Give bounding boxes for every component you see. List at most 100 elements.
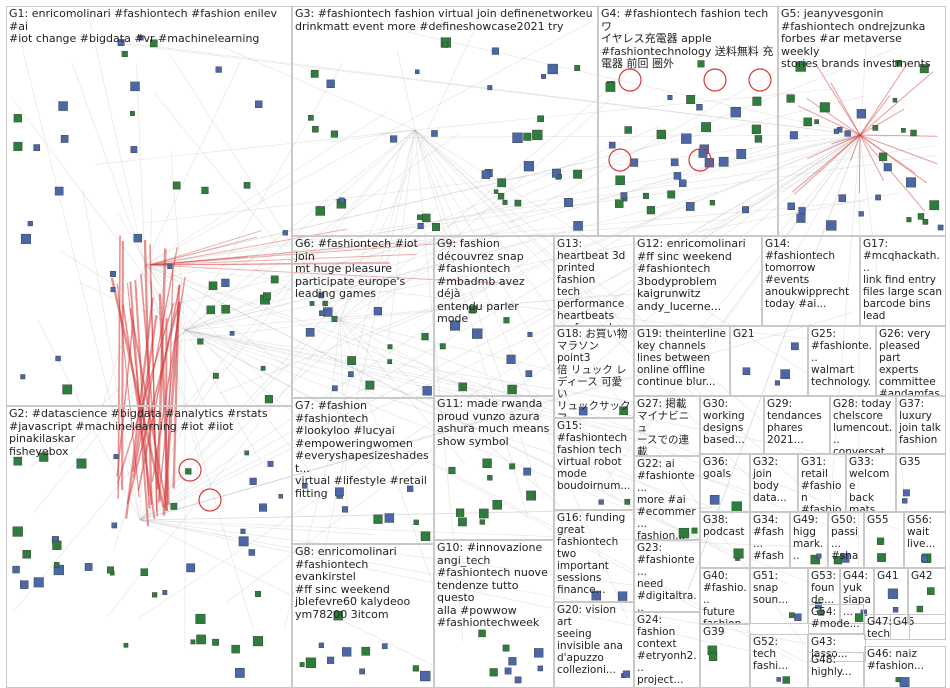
group-g37-box[interactable]: G37: luxury join talk fashion <box>896 396 946 454</box>
group-g2-box[interactable]: G2: #datascience #bigdata #analytics #rs… <box>6 406 292 688</box>
vertex-node[interactable] <box>327 656 335 664</box>
vertex-node[interactable] <box>417 223 424 230</box>
vertex-node[interactable] <box>754 135 763 143</box>
vertex-node[interactable] <box>794 613 802 621</box>
vertex-node[interactable] <box>552 168 561 178</box>
vertex-node[interactable] <box>278 494 283 499</box>
vertex-node[interactable] <box>574 65 581 71</box>
vertex-node[interactable] <box>167 263 173 270</box>
group-g42-box[interactable]: G42 <box>908 568 946 624</box>
vertex-node[interactable] <box>107 566 114 574</box>
vertex-node[interactable] <box>412 665 419 672</box>
vertex-node[interactable] <box>816 553 822 559</box>
group-g47-box[interactable]: G47: tech keen... <box>864 614 910 640</box>
vertex-node[interactable] <box>472 328 483 339</box>
vertex-node[interactable] <box>916 605 924 613</box>
vertex-node[interactable] <box>615 199 624 208</box>
vertex-node[interactable] <box>709 200 716 206</box>
vertex-node[interactable] <box>876 537 885 545</box>
group-g17-box[interactable]: G17: #mcqhackath... link find entry file… <box>860 236 946 326</box>
group-g40-box[interactable]: G40: #fashio... future fashion... <box>700 568 750 624</box>
vertex-node[interactable] <box>384 513 395 523</box>
vertex-node[interactable] <box>417 214 423 220</box>
vertex-node[interactable] <box>140 568 149 576</box>
vertex-node[interactable] <box>248 549 256 556</box>
group-g22-box[interactable]: G22: ai #fashionte... more #ai #ecommer.… <box>634 456 700 540</box>
vertex-node[interactable] <box>624 126 632 134</box>
vertex-node[interactable] <box>902 489 910 497</box>
vertex-node[interactable] <box>252 636 263 647</box>
vertex-node[interactable] <box>55 355 61 362</box>
vertex-node[interactable] <box>201 186 209 195</box>
vertex-node[interactable] <box>691 527 698 534</box>
group-g54-box[interactable]: G54: #mode... <box>808 604 864 634</box>
vertex-node[interactable] <box>12 526 23 537</box>
group-g34-box[interactable]: G34: #fash... #fash... #start... acce... <box>750 512 790 568</box>
vertex-node[interactable] <box>341 506 349 513</box>
vertex-node[interactable] <box>455 508 465 517</box>
vertex-node[interactable] <box>338 197 345 204</box>
group-g44-box[interactable]: G44: yuk siapa... <box>840 568 874 624</box>
vertex-node[interactable] <box>887 588 899 599</box>
vertex-node[interactable] <box>497 193 505 200</box>
vertex-node[interactable] <box>20 374 26 380</box>
vertex-node[interactable] <box>503 317 510 324</box>
vertex-node[interactable] <box>667 190 676 199</box>
group-g23-box[interactable]: G23: #fashionte... need #digitaltra... h… <box>634 540 700 612</box>
vertex-node[interactable] <box>523 467 532 476</box>
group-g50-box[interactable]: G50: passi... #sha... <box>828 512 864 568</box>
vertex-node[interactable] <box>478 629 486 638</box>
vertex-node[interactable] <box>117 39 125 47</box>
vertex-node[interactable] <box>523 161 534 172</box>
vertex-node[interactable] <box>121 50 128 58</box>
vertex-node[interactable] <box>895 60 902 67</box>
vertex-node[interactable] <box>113 454 119 460</box>
vertex-node[interactable] <box>13 456 23 466</box>
group-g24-box[interactable]: G24: fashion context #etryonh2... projec… <box>634 612 700 688</box>
vertex-node[interactable] <box>479 519 485 525</box>
group-g46-box[interactable]: G46: naiz #fashion... <box>864 646 946 688</box>
vertex-node[interactable] <box>895 677 901 683</box>
vertex-node[interactable] <box>815 602 822 609</box>
group-g52-box[interactable]: G52: tech fashi... <box>750 634 808 688</box>
vertex-node[interactable] <box>229 330 235 336</box>
group-g43-box[interactable]: G43: lasso... <box>808 634 866 662</box>
vertex-node[interactable] <box>547 63 558 75</box>
vertex-node[interactable] <box>318 292 325 299</box>
vertex-node[interactable] <box>573 169 583 179</box>
vertex-node[interactable] <box>697 60 705 68</box>
group-g51-box[interactable]: G51: snap soun... <box>750 568 808 624</box>
vertex-node[interactable] <box>919 64 929 74</box>
vertex-node[interactable] <box>22 550 31 559</box>
vertex-node[interactable] <box>906 177 917 188</box>
vertex-node[interactable] <box>620 192 628 200</box>
vertex-node[interactable] <box>591 590 602 601</box>
vertex-node[interactable] <box>492 500 502 510</box>
vertex-node[interactable] <box>803 117 812 127</box>
vertex-node[interactable] <box>413 519 419 525</box>
group-g4-box[interactable]: G4: #fashiontech fashion tech ワ イヤレス充電器 … <box>598 6 778 236</box>
vertex-node[interactable] <box>439 343 446 350</box>
vertex-node[interactable] <box>523 132 532 141</box>
vertex-node[interactable] <box>512 132 523 143</box>
vertex-node[interactable] <box>39 452 49 462</box>
vertex-node[interactable] <box>814 119 820 125</box>
vertex-node[interactable] <box>624 498 631 505</box>
vertex-node[interactable] <box>917 213 925 220</box>
vertex-node[interactable] <box>12 565 20 574</box>
vertex-node[interactable] <box>642 192 649 199</box>
vertex-node[interactable] <box>318 642 325 648</box>
vertex-node[interactable] <box>617 591 628 601</box>
vertex-node[interactable] <box>795 61 806 72</box>
vertex-node[interactable] <box>751 124 761 134</box>
group-g16-box[interactable]: G16: funding great fashiontech two impor… <box>554 510 634 602</box>
vertex-node[interactable] <box>305 657 317 668</box>
vertex-node[interactable] <box>608 141 616 149</box>
vertex-node[interactable] <box>537 665 544 672</box>
vertex-node[interactable] <box>319 310 325 317</box>
vertex-node[interactable] <box>33 577 44 588</box>
vertex-node[interactable] <box>875 194 881 201</box>
vertex-node[interactable] <box>20 233 31 244</box>
group-g31-box[interactable]: G31: retail #fashion #fashio... <box>798 454 846 512</box>
vertex-node[interactable] <box>646 206 655 215</box>
